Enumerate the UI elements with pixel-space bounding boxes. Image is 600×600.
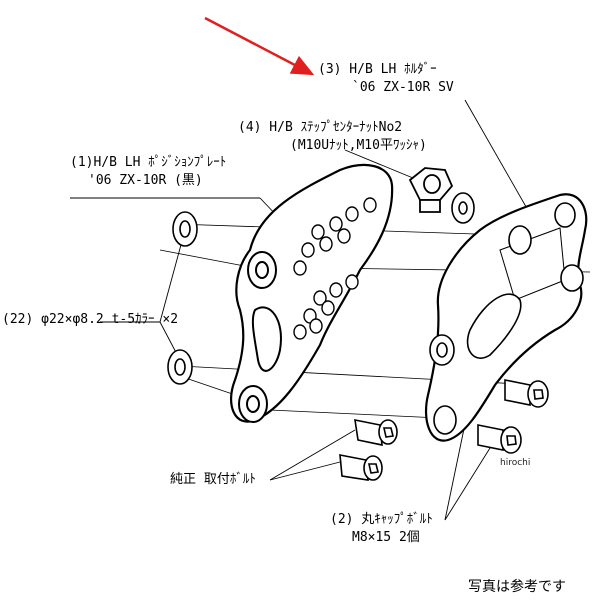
- label-part3-name: (3) H/B LH ﾎﾙﾀﾞｰ: [318, 62, 437, 77]
- plate-holes: [293, 197, 377, 340]
- red-arrow-icon: [204, 16, 315, 76]
- washer-icon: [451, 192, 475, 224]
- hex-nut-icon: [408, 167, 454, 213]
- cap-bolt-icon: [477, 379, 549, 454]
- label-part1-name: (1)H/B LH ﾎﾟｼﾞｼｮﾝﾌﾟﾚｰﾄ: [70, 155, 227, 170]
- plate-bosses: [238, 251, 282, 423]
- label-part4-name: (4) H/B ｽﾃｯﾌﾟｾﾝﾀｰﾅｯﾄNo2: [238, 120, 403, 135]
- holder-holes: [429, 202, 584, 435]
- footer-note: 写真は参考です: [468, 579, 566, 595]
- label-part4-spec: (M10Uﾅｯﾄ,M10平ﾜｯｼｬ): [290, 138, 427, 153]
- label-part2-name: (2) 丸ｷｬｯﾌﾟﾎﾞﾙﾄ: [330, 512, 433, 527]
- label-part2-spec: M8×15 2個: [352, 530, 420, 545]
- cap-bolt-icon: [339, 418, 398, 481]
- label-stock-bolt: 純正 取付ﾎﾞﾙﾄ: [170, 472, 256, 487]
- label-part1-model: '06 ZX-10R (黒): [88, 173, 203, 188]
- label-part22: (22) φ22×φ8.2 t-5ｶﾗｰ ×2: [2, 312, 179, 327]
- washer-icon: [167, 211, 198, 385]
- label-part3-model: `06 ZX-10R SV: [352, 80, 454, 95]
- watermark: hirochi: [500, 458, 531, 468]
